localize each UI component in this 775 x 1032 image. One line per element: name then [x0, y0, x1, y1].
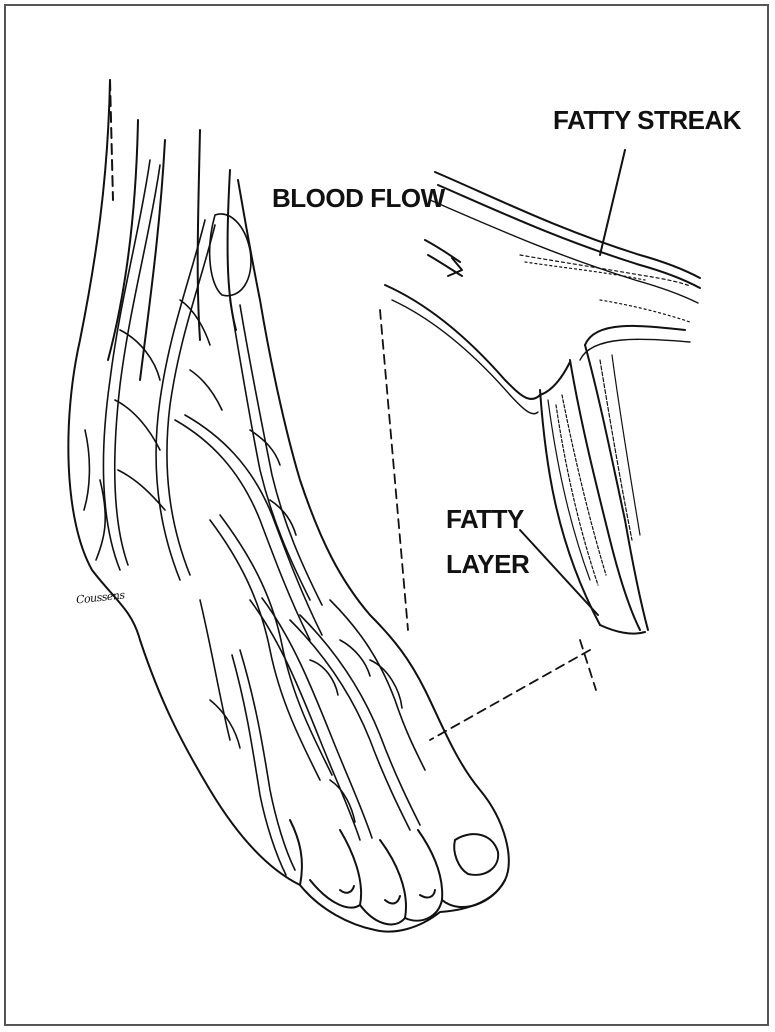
fatty-layer-label-line1: FATTY [446, 505, 524, 534]
fatty-layer-label-line2: LAYER [446, 550, 529, 579]
artery-cross-section [385, 285, 690, 634]
blood-flow-label: BLOOD FLOW [272, 184, 445, 213]
fatty-streak-label: FATTY STREAK [553, 106, 741, 135]
toes [290, 820, 505, 924]
artery-section [425, 150, 700, 322]
